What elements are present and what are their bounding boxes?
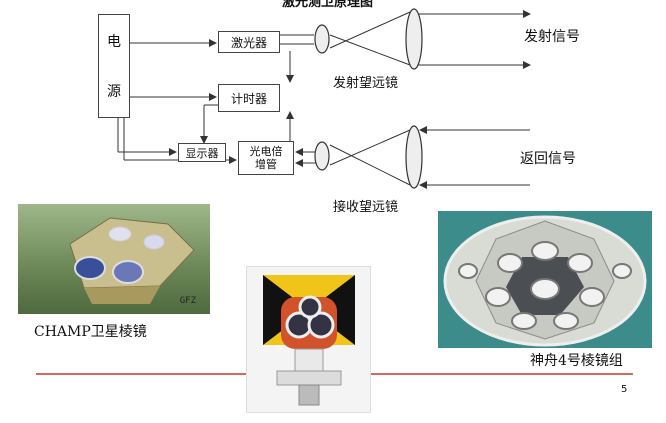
diagram-title: 激光测卫原理图 <box>282 0 374 10</box>
prism-array-drawing <box>443 215 647 347</box>
shenzhou-prism-array-photo <box>438 211 652 348</box>
power-label-1: 电 <box>107 34 121 50</box>
prism-tripod-drawing <box>263 275 355 406</box>
champ-prism-drawing <box>69 217 195 304</box>
transmit-telescope-label: 发射望远镜 <box>333 76 399 91</box>
champ-satellite-photo: GFZ <box>18 204 210 314</box>
transmit-signal-label: 发射信号 <box>524 29 580 45</box>
return-signal-label: 返回信号 <box>520 151 576 167</box>
display-box: 显示器 <box>178 143 226 162</box>
pmt-label-1: 光电倍 <box>249 145 283 158</box>
prism-tripod-photo <box>246 266 371 413</box>
power-box: 电 源 <box>98 14 130 118</box>
page-number: 5 <box>621 384 628 395</box>
champ-tag: GFZ <box>179 296 196 306</box>
champ-caption: CHAMP卫星棱镜 <box>34 324 147 340</box>
pmt-box: 光电倍 增管 <box>238 141 294 175</box>
lens-group <box>314 8 423 189</box>
laser-box: 激光器 <box>218 31 280 53</box>
pmt-label-2: 增管 <box>255 158 277 171</box>
timer-box: 计时器 <box>218 84 280 112</box>
receive-telescope-label: 接收望远镜 <box>333 200 399 215</box>
shenzhou-caption: 神舟4号棱镜组 <box>530 353 623 369</box>
power-label-2: 源 <box>107 84 121 100</box>
